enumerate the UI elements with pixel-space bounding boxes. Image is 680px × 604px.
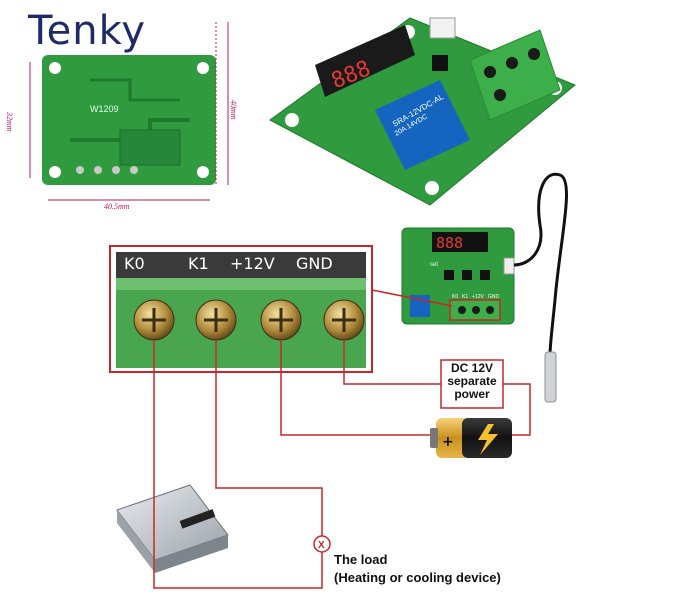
battery: + [430, 418, 512, 458]
sensor-connector [429, 17, 456, 39]
load-title: The load [334, 552, 388, 567]
temperature-probe [513, 172, 568, 403]
relay [375, 80, 470, 170]
power-note-line1: DC 12V [450, 361, 494, 375]
terminal-label-12v: +12V [230, 254, 275, 273]
load-marker-circle [313, 535, 331, 553]
mini-term-k0: K0 [452, 294, 458, 300]
mini-term-k1: K1 [462, 294, 468, 300]
load-subtitle: (Heating or cooling device) [334, 570, 501, 585]
set-button [432, 55, 448, 71]
load-marker-x: X [318, 540, 325, 551]
terminal-label-k1: K1 [188, 254, 209, 273]
mini-set-label: set [430, 262, 438, 268]
wire-gnd-to-power [343, 340, 441, 385]
wire-k0-to-psu [153, 340, 323, 589]
led-display [315, 25, 415, 97]
power-note-box [440, 359, 504, 409]
svg-text:888: 888 [436, 234, 463, 252]
dim-width: 40.5mm [104, 202, 130, 211]
power-note: DC 12V separate power [441, 362, 503, 401]
mount-hole [197, 62, 209, 74]
power-note-line3: power [454, 387, 490, 401]
mount-hole [197, 166, 209, 178]
brand-logo: Tenky [28, 8, 147, 54]
terminal-label-k0: K0 [124, 254, 145, 273]
board-marking: W1209 [90, 104, 119, 114]
zoom-pointer [371, 289, 453, 307]
mount-hole [49, 166, 61, 178]
mini-term-gnd: GND [488, 294, 500, 300]
dim-height-right: 40mm [229, 100, 238, 120]
mini-term-12v: +12V [472, 294, 484, 300]
mini-board: 888 set K0 K1 +12V GND [401, 227, 515, 325]
mini-led-display [432, 232, 488, 252]
power-supply [116, 484, 229, 573]
svg-text:+: + [442, 434, 454, 450]
terminal-label-gnd: GND [296, 254, 333, 273]
wire-k1-to-load [215, 340, 323, 536]
wire-power-to-battery [503, 383, 531, 436]
pcb-back-view: W1209 [29, 22, 229, 201]
pcb-front-view: 888 SRA-12VDC-AL 20A 14VDC [269, 17, 576, 206]
wire-12v-to-battery [280, 340, 430, 436]
mount-hole [49, 62, 61, 74]
dim-height-left: 32mm [5, 112, 14, 132]
power-note-line2: separate [447, 374, 497, 388]
